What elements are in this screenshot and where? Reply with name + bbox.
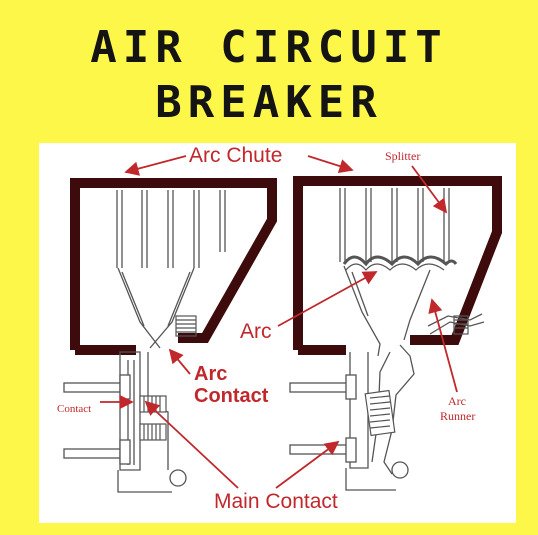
left-arc-chute-frame — [70, 178, 277, 350]
label-splitter: Splitter — [385, 149, 420, 163]
label-contact: Contact — [57, 403, 91, 415]
left-splitter-plates — [116, 190, 226, 268]
label-arc-contact-line2: Contact — [194, 385, 269, 407]
arc-shape — [342, 255, 458, 267]
right-arc-chute-frame — [293, 176, 502, 350]
right-small-spring — [453, 315, 469, 335]
left-arc-horns — [117, 267, 195, 349]
label-arc-runner-line2: Runner — [440, 409, 475, 423]
left-small-spring — [175, 315, 197, 337]
right-splitter-plates — [339, 188, 450, 262]
title-line-2: BREAKER — [155, 77, 383, 128]
left-breaker — [63, 178, 277, 493]
left-contact-body — [63, 351, 187, 493]
label-arc: Arc — [240, 320, 272, 343]
label-arc-chute: Arc Chute — [189, 144, 282, 167]
right-coil-spring — [364, 389, 396, 437]
right-contact-body — [289, 344, 415, 491]
title-line-1: AIR CIRCUIT — [90, 22, 448, 73]
label-arc-runner-line1: Arc — [448, 394, 466, 408]
annotation-arrows — [100, 155, 458, 489]
label-arc-contact-line1: Arc — [194, 363, 227, 385]
label-main-contact: Main Contact — [214, 490, 338, 513]
right-breaker — [289, 176, 502, 491]
